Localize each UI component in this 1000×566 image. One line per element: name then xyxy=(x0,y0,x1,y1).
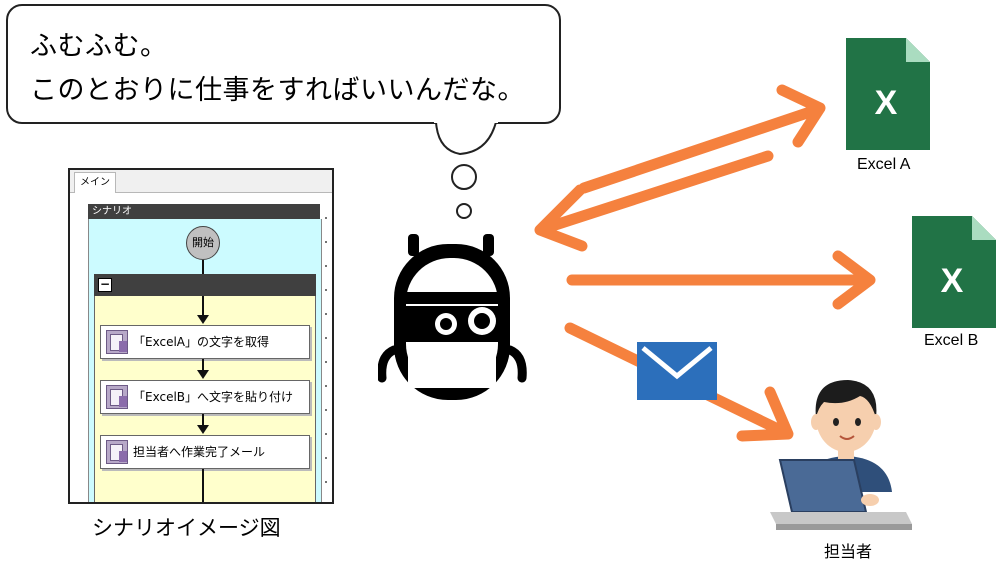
flow-arrow-icon xyxy=(197,370,209,379)
svg-text:X: X xyxy=(941,262,964,300)
speech-line-1: ふむふむ。 xyxy=(30,31,168,62)
script-icon xyxy=(106,440,128,464)
robot-icon xyxy=(378,234,527,400)
collapse-button[interactable]: − xyxy=(98,277,112,292)
person-label: 担当者 xyxy=(824,544,873,561)
thought-dot-large xyxy=(451,164,477,190)
tab-bar xyxy=(70,170,332,193)
flow-arrow-icon xyxy=(197,425,209,434)
flow-connector xyxy=(202,359,204,375)
speech-bubble-tail xyxy=(434,110,498,156)
flow-connector xyxy=(202,260,204,274)
ruler-dots xyxy=(322,204,330,502)
scenario-caption: シナリオイメージ図 xyxy=(92,516,281,540)
step-label: 「ExcelB」へ文字を貼り付け xyxy=(133,390,294,404)
speech-line-2: このとおりに仕事をすればいいんだな。 xyxy=(30,75,525,106)
script-icon xyxy=(106,330,128,354)
step-paste-excel-b[interactable]: 「ExcelB」へ文字を貼り付け xyxy=(100,380,310,414)
svg-text:X: X xyxy=(875,84,898,122)
step-label: 「ExcelA」の文字を取得 xyxy=(133,335,269,349)
step-get-excel-a[interactable]: 「ExcelA」の文字を取得 xyxy=(100,325,310,359)
person-at-laptop-icon xyxy=(770,380,912,530)
thought-dot-small xyxy=(456,203,472,219)
excel-a-label: Excel A xyxy=(857,156,911,173)
scenario-window: メイン シナリオ 開始 − 「ExcelA」の文字を取得 「ExcelB」へ文字… xyxy=(68,168,334,504)
script-icon xyxy=(106,385,128,409)
step-group-header xyxy=(94,274,316,296)
mail-icon xyxy=(637,342,717,400)
arrow-from-excel-a xyxy=(540,150,774,234)
step-send-mail[interactable]: 担当者へ作業完了メール xyxy=(100,435,310,469)
tab-main[interactable]: メイン xyxy=(74,172,116,193)
scenario-header: シナリオ xyxy=(88,204,320,219)
flow-arrow-icon xyxy=(197,315,209,324)
speech-bubble: ふむふむ。 このとおりに仕事をすればいいんだな。 xyxy=(6,4,561,124)
excel-file-icon: X xyxy=(846,38,930,150)
flow-connector xyxy=(202,296,204,320)
flow-connector xyxy=(202,414,204,430)
arrow-to-excel-a xyxy=(578,104,822,194)
start-node[interactable]: 開始 xyxy=(186,226,220,260)
excel-b-label: Excel B xyxy=(924,332,979,349)
excel-file-icon: X xyxy=(912,216,996,328)
flow-connector xyxy=(202,469,204,502)
step-label: 担当者へ作業完了メール xyxy=(133,445,266,459)
